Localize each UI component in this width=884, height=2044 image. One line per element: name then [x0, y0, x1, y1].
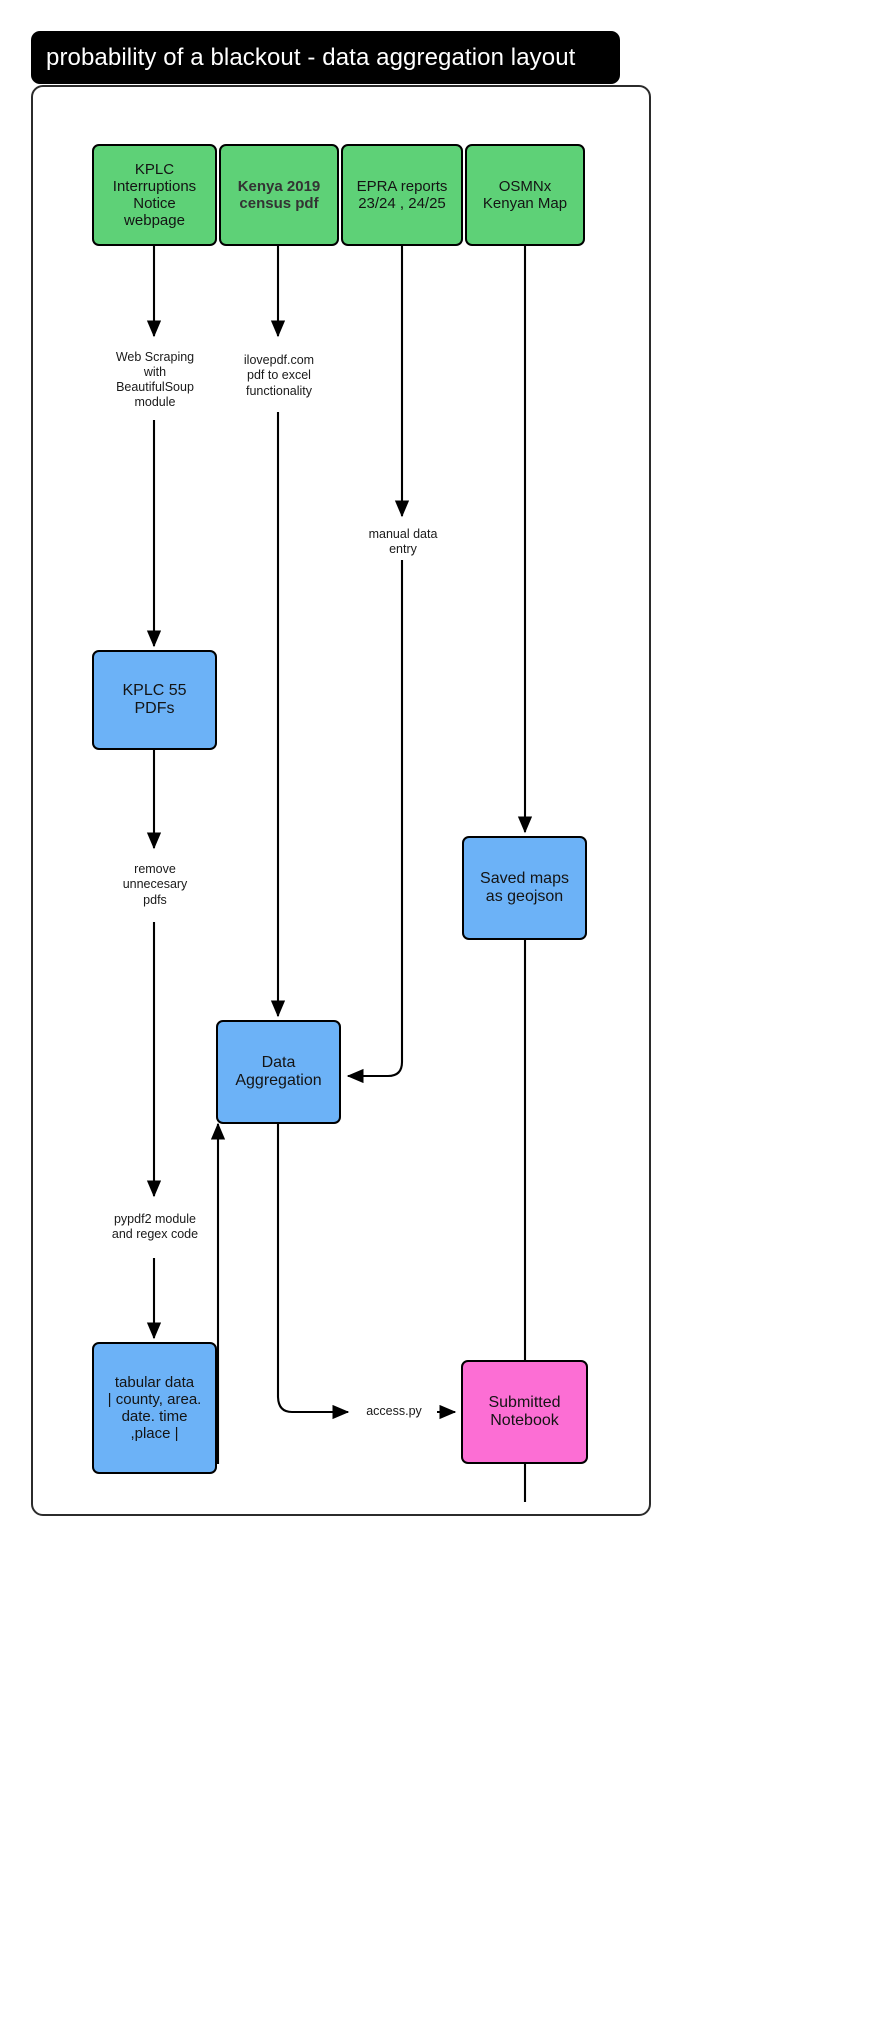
node-line: Saved maps [480, 869, 569, 887]
edge-label-line: Web Scraping [115, 349, 195, 364]
node-line: Aggregation [235, 1072, 322, 1089]
node-epra-reports[interactable]: EPRA reports 23/24 , 24/25 [341, 144, 463, 246]
diagram-frame [31, 85, 651, 1516]
node-line: webpage [124, 212, 185, 230]
edge-label-line: pdfs [143, 892, 167, 907]
edge-label-pypdf2-regex: pypdf2 module and regex code [85, 1202, 225, 1252]
page-title: probability of a blackout - data aggrega… [46, 43, 576, 71]
diagram-title-banner: probability of a blackout - data aggrega… [31, 31, 620, 84]
edge-label-line: access.py [366, 1404, 422, 1419]
edge-label-line: functionality [245, 383, 312, 398]
node-kplc-55-pdfs[interactable]: KPLC 55 PDFs [92, 650, 217, 750]
node-line: date. time [121, 1408, 188, 1425]
node-line: KPLC [134, 160, 175, 178]
node-line: KPLC 55 [122, 681, 187, 699]
edge-label-web-scraping: Web Scraping with BeautifulSoup module [89, 340, 221, 420]
node-kplc-interruptions-webpage[interactable]: KPLC Interruptions Notice webpage [92, 144, 217, 246]
node-line: Kenya 2019 [237, 177, 321, 195]
edge-label-line: manual data [368, 526, 438, 541]
node-line: 23/24 , 24/25 [358, 195, 446, 212]
node-submitted-notebook[interactable]: Submitted Notebook [461, 1360, 588, 1464]
node-line: tabular data [114, 1373, 195, 1391]
node-data-aggregation[interactable]: Data Aggregation [216, 1020, 341, 1124]
node-line: Notice [133, 195, 176, 212]
edge-label-line: pdf to excel [247, 368, 311, 383]
node-line: as geojson [485, 888, 564, 905]
edge-label-manual-data-entry: manual data entry [337, 520, 469, 564]
node-line: Notebook [490, 1412, 559, 1429]
edge-manual-to-dataagg [346, 560, 404, 1084]
edge-label-line: pypdf2 module [113, 1211, 196, 1226]
edge-label-line: unnecesary [122, 877, 188, 892]
node-saved-maps-geojson[interactable]: Saved maps as geojson [462, 836, 587, 940]
edge-label-line: remove [134, 862, 176, 877]
edge-label-ilovepdf: ilovepdf.com pdf to excel functionality [213, 344, 345, 408]
node-line: Kenyan Map [482, 195, 568, 212]
node-line: PDFs [134, 700, 175, 717]
node-line: | county, area. [107, 1390, 202, 1408]
edge-label-line: entry [389, 542, 417, 556]
edge-dataagg-to-accesspy [276, 1124, 350, 1420]
edge-label-line: with [143, 364, 167, 379]
node-line: OSMNx [498, 177, 552, 195]
edge-label-remove-unnecesary-pdfs: remove unnecesary pdfs [89, 852, 221, 918]
edge-label-line: ilovepdf.com [243, 353, 315, 368]
edge-label-line: and regex code [111, 1227, 199, 1241]
node-osmnx-kenyan-map[interactable]: OSMNx Kenyan Map [465, 144, 585, 246]
node-kenya-2019-census-pdf[interactable]: Kenya 2019 census pdf [219, 144, 339, 246]
edge-label-line: module [134, 395, 176, 410]
edge-label-access-py: access.py [352, 1400, 436, 1424]
node-line: Interruptions [112, 177, 197, 195]
node-line: Data [261, 1053, 296, 1071]
node-line: Submitted [488, 1393, 561, 1411]
node-line: census pdf [239, 195, 319, 212]
edge-label-line: BeautifulSoup [116, 380, 194, 394]
node-line: EPRA reports [356, 177, 448, 195]
node-tabular-data[interactable]: tabular data | county, area. date. time … [92, 1342, 217, 1474]
node-line: ,place | [130, 1425, 179, 1443]
